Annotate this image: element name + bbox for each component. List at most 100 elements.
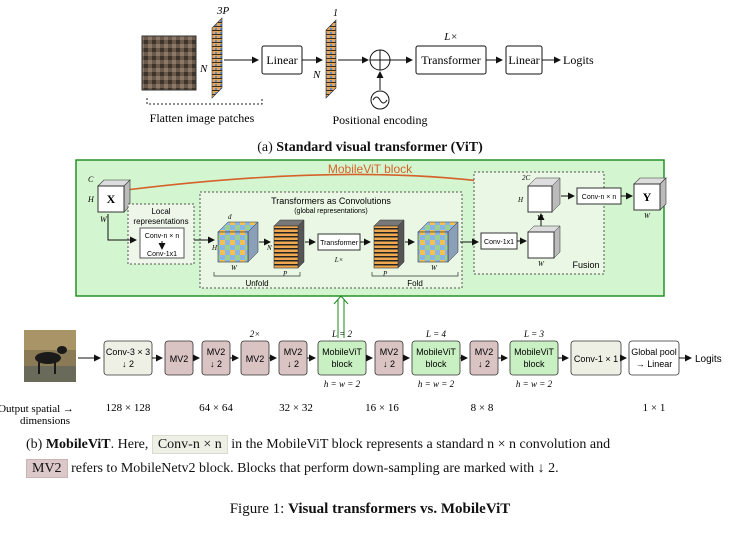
pipeline-block-label: Conv-1 × 1 [574, 354, 618, 364]
figure-caption: Figure 1: Visual transformers vs. Mobile… [0, 501, 740, 518]
concat-2c: 2C [522, 174, 531, 182]
logits-label: Logits [563, 53, 594, 67]
caption-b-text-1: . Here, [110, 437, 152, 452]
pipeline-block-0: Conv-3 × 3 ↓ 2 [103, 340, 153, 376]
vit-diagram: Flatten image patches 3P N Linear 1 N Po… [141, 5, 594, 127]
pipeline-block-2: MV2↓ 2 [201, 340, 231, 376]
spatial-dim-4: 8 × 8 [471, 402, 494, 414]
stack1-p: P [282, 270, 288, 278]
flatten-label: Flatten image patches [150, 111, 255, 125]
pipeline-block-4: MV2↓ 2 [278, 340, 308, 376]
fusion-conv-nxn-label: Conv-n × n [582, 194, 617, 201]
caption-b-highlight-conv: Conv-n × n [151, 435, 228, 454]
block-title: MobileViT block [328, 162, 413, 176]
positional-encoding-label: Positional encoding [333, 113, 428, 127]
caption-a-bold: Standard visual transformer (ViT) [276, 140, 483, 155]
pipeline-block-label: MV2 [475, 347, 494, 357]
pipeline-block-sublabel: ↓ 2 [210, 359, 222, 369]
local-conv-nxn: Conv-n × n [145, 233, 180, 240]
inner-transformer-label: Transformer [320, 240, 359, 247]
input-image-patches [141, 35, 197, 91]
pipeline-block-top: 2× [250, 329, 261, 339]
y-w: W [644, 212, 651, 220]
pipeline-block-sublabel: ↓ 2 [287, 359, 299, 369]
pipeline-block-bottom: h = w = 2 [324, 379, 361, 389]
linear-label-2: Linear [508, 53, 539, 67]
fusion-w: W [538, 260, 545, 268]
concat-w: W [537, 214, 544, 222]
caption-b-highlight-mv2: MV2 [26, 459, 68, 478]
concat-tensor [527, 185, 553, 213]
pipeline-block-sublabel: ↓ 2 [122, 359, 134, 369]
caption-a: (a) Standard visual transformer (ViT) [0, 140, 740, 156]
transformer-label: Transformer [421, 53, 481, 67]
pipeline-block-label: MV2 [246, 354, 265, 364]
pipeline-block-bottom: h = w = 2 [516, 379, 553, 389]
unfold-stack [273, 225, 299, 269]
dim-n: N [199, 63, 208, 75]
cube1-w: W [231, 264, 238, 272]
dim-3p: 3P [216, 5, 230, 17]
pipeline-block-sublabel: block [523, 359, 545, 369]
x-label: X [107, 192, 116, 206]
local-title: Local [151, 207, 170, 216]
pipeline-block-label: MV2 [284, 347, 303, 357]
fold-label: Fold [407, 279, 423, 288]
flatten-bracket [146, 98, 263, 105]
figure-title: Visual transformers vs. MobileViT [288, 501, 511, 517]
unfold-input-cube [217, 231, 249, 263]
x-dim-c: C [88, 175, 94, 184]
stack1-n: N [266, 244, 272, 252]
output-spatial-label-2: dimensions [20, 415, 70, 427]
zoom-arrow [333, 295, 349, 305]
caption-b-prefix: (b) [26, 437, 46, 452]
cube1-d: d [228, 213, 232, 221]
unfold-label: Unfold [245, 279, 268, 288]
pipeline-block-8: MV2↓ 2 [469, 340, 499, 376]
spatial-dim-5: 1 × 1 [643, 402, 666, 414]
dim-n2: N [312, 69, 321, 81]
inner-lx-label: L× [334, 256, 344, 264]
caption-b-bold: MobileViT [45, 437, 111, 452]
pipeline-block-label: MV2 [207, 347, 226, 357]
pipeline-block-label: Global pool [631, 347, 677, 357]
pipeline-block-label: MobileViT [514, 347, 554, 357]
cube2-w: W [431, 264, 438, 272]
pipeline-block-label: Conv-3 × 3 [106, 347, 150, 357]
global-title: Transformers as Convolutions [271, 196, 391, 206]
pipeline-block-label: MV2 [170, 354, 189, 364]
global-subtitle: (global representations) [294, 208, 368, 215]
pipeline-block-sublabel: → Linear [636, 359, 673, 369]
x-dim-h: H [87, 195, 95, 204]
fold-output-cube [417, 231, 449, 263]
pipeline-block-11: Global pool → Linear [628, 340, 680, 376]
pipeline-block-3: MV2 2× [240, 329, 270, 376]
pipeline-block-6: MV2↓ 2 [374, 340, 404, 376]
fusion-label: Fusion [572, 260, 599, 270]
patch-sequence [211, 17, 223, 99]
concat-h: H [517, 196, 524, 204]
pipeline-block-sublabel: ↓ 2 [478, 359, 490, 369]
linear-label: Linear [266, 53, 297, 67]
spatial-dim-1: 64 × 64 [199, 402, 233, 414]
pipeline-logits: Logits [695, 354, 722, 365]
pipeline-block-label: MobileViT [416, 347, 456, 357]
fusion-tensor [527, 231, 555, 259]
token-sequence [325, 19, 337, 99]
lx-label: L× [443, 31, 458, 43]
stack2-p: P [382, 270, 388, 278]
mobilevit-pipeline: Output spatial → dimensions Conv-3 × 3↓ … [0, 329, 722, 427]
pipeline-block-sublabel: ↓ 2 [383, 359, 395, 369]
x-dim-w: W [100, 215, 108, 224]
output-tensor-y [633, 183, 661, 211]
pipeline-block-10: Conv-1 × 1 [570, 340, 622, 376]
cube1-h: H [211, 244, 218, 252]
pipeline-block-top: L = 2 [331, 329, 352, 339]
fold-stack [373, 225, 399, 269]
pipeline-block-top: L = 4 [425, 329, 446, 339]
caption-b-text-3: refers to MobileNetv2 block. Blocks that… [67, 461, 559, 476]
local-conv-1x1: Conv-1x1 [147, 251, 177, 258]
